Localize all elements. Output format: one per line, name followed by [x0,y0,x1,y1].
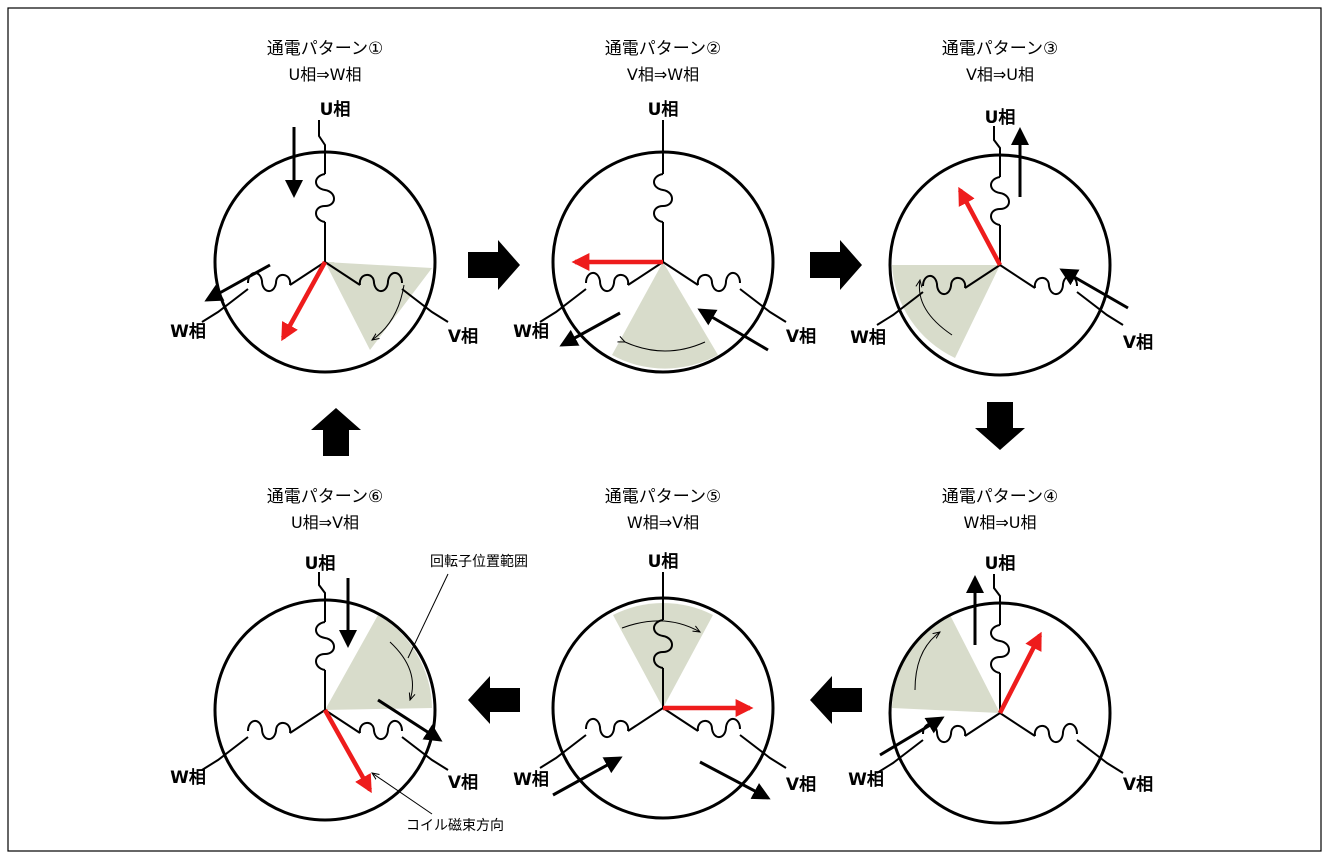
rotation-arrow [919,280,953,336]
u-phase-label: U相 [985,107,1016,128]
prev-arrow-icon [810,676,862,724]
u-phase-label: U相 [648,99,679,120]
v-phase-coil [324,261,449,323]
current-arrow-in [879,716,945,757]
pattern-3-title: 通電パターン③ [942,39,1058,59]
w-phase-coil [539,261,664,323]
v-phase-label: V相 [786,326,816,347]
rotation-arrow [914,632,940,691]
w-phase-label: W相 [850,327,886,348]
pattern-6: 通電パターン⑥ U相⇒V相 U相 V相 W相 回転子位置範囲 コイル磁束方向 [170,487,528,834]
v-phase-coil [324,709,449,771]
flux-direction-arrow [281,260,327,342]
u-phase-coil [653,120,673,262]
u-phase-coil [653,572,673,708]
pattern-1: 通電パターン① U相⇒W相 U相 V相 W相 [170,39,478,374]
w-phase-coil [539,707,664,769]
u-phase-label: U相 [320,99,351,120]
current-arrow-out [204,263,271,302]
prev-arrow-icon [468,676,520,724]
rotor-range-callout: 回転子位置範囲 [430,553,528,570]
outer-frame [7,7,1322,852]
rotor-range-sector [892,265,1000,358]
pattern-2-title: 通電パターン② [605,39,721,59]
current-arrow-out [559,311,621,347]
flux-direction-arrow [997,631,1043,715]
pattern-2-subtitle: V相⇒W相 [627,65,699,84]
current-arrow-out [377,698,443,742]
w-phase-label: W相 [513,321,549,342]
v-phase-coil [662,707,787,769]
rotor-range-sector [325,262,432,350]
current-arrow-in [697,308,769,352]
v-phase-label: V相 [786,774,816,795]
pattern-2: 通電パターン② V相⇒W相 U相 V相 W相 [513,39,816,374]
current-arrow-out [699,760,771,800]
coil-flux-leader [372,773,433,815]
v-phase-coil [662,261,787,323]
u-phase-label: U相 [648,551,679,572]
rotation-arrow [625,342,706,352]
pattern-1-subtitle: U相⇒W相 [289,65,362,84]
pattern-3-subtitle: V相⇒U相 [966,65,1034,84]
pattern-5-subtitle: W相⇒V相 [627,513,699,532]
pattern-4-title: 通電パターン④ [942,487,1058,507]
pattern-1-title: 通電パターン① [267,39,383,59]
w-phase-label: W相 [170,321,206,342]
w-phase-coil [876,264,1001,326]
pattern-5-title: 通電パターン⑤ [605,487,721,507]
v-phase-label: V相 [1123,332,1153,353]
v-phase-label: V相 [1123,774,1153,795]
u-phase-coil [990,574,1010,713]
coil-flux-callout: コイル磁束方向 [406,818,504,834]
pattern-5: 通電パターン⑤ W相⇒V相 U相 V相 W相 [513,487,816,820]
down-arrow-icon [975,402,1025,450]
w-phase-coil [201,709,326,771]
v-phase-label: V相 [448,772,478,793]
u-phase-coil [315,572,335,710]
w-phase-label: W相 [513,769,549,790]
w-phase-label: W相 [170,767,206,788]
rotor-range-sector [613,602,713,708]
u-phase-coil [990,126,1010,265]
rotation-arrow [372,284,405,340]
current-arrow-in [552,756,623,797]
pattern-4-subtitle: W相⇒U相 [964,513,1037,532]
u-phase-label: U相 [305,553,336,574]
rotation-arrow [389,641,413,700]
u-phase-label: U相 [985,553,1016,574]
pattern-6-subtitle: U相⇒V相 [291,513,359,532]
up-arrow-icon [311,408,361,456]
current-arrow-in [1059,268,1129,310]
flux-direction-arrow [958,186,1002,267]
flux-direction-arrow [323,708,372,794]
rotor-range-leader [407,573,449,659]
rotor-range-sector [612,262,718,369]
v-phase-coil [999,712,1124,774]
w-phase-label: W相 [848,769,884,790]
pattern-4: 通電パターン④ W相⇒U相 U相 V相 W相 [848,487,1153,825]
u-phase-coil [315,120,335,262]
v-phase-label: V相 [448,326,478,347]
rotor-range-sector [892,615,1000,713]
pattern-6-title: 通電パターン⑥ [267,487,383,507]
next-arrow-icon [810,240,862,290]
pattern-3: 通電パターン③ V相⇒U相 U相 V相 W相 [850,39,1153,377]
next-arrow-icon [468,240,520,290]
rotor-range-sector [325,615,432,710]
